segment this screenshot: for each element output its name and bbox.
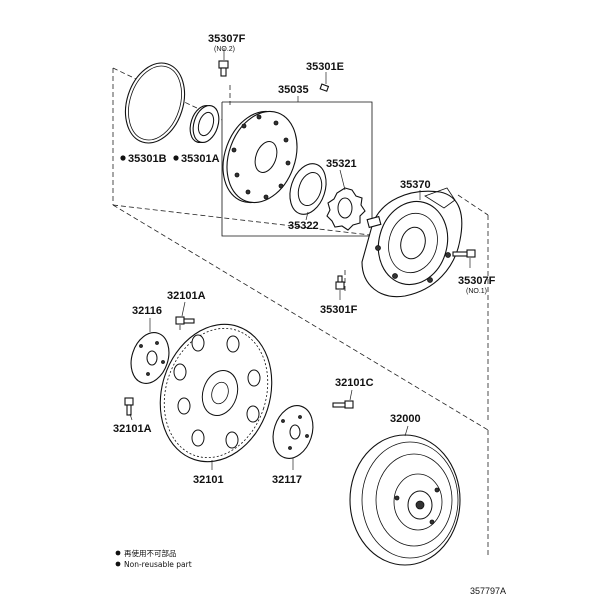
legend: 再使用不可部品 Non-reusable part [115,548,192,569]
label-32101: 32101 [193,474,224,486]
legend-line-1: 再使用不可部品 [124,548,177,558]
pump-body-plate [222,110,298,204]
label-35301e: 35301E [306,61,344,73]
label-35307f-right: 35307F [458,275,496,287]
o-ring-35301b [124,62,186,144]
key-35301e [319,83,330,92]
label-35035: 35035 [278,84,309,96]
label-35307f-top: 35307F [208,33,246,45]
pump-housing-35370 [361,187,463,298]
non-reusable-marker-35301b [120,155,126,161]
spacer-plate-32116 [130,332,170,384]
non-reusable-marker-35301a [173,155,179,161]
note-35307f-top: (NO.2) [214,46,235,53]
note-35307f-right: (NO.1) [466,288,487,295]
label-35301f: 35301F [320,304,358,316]
leader-lines [129,48,471,470]
label-35301a: 35301A [181,153,220,165]
label-35370: 35370 [400,179,431,191]
legend-marker-2 [115,561,121,567]
label-32101a-top: 32101A [167,290,206,302]
drive-gear-35321 [326,187,366,231]
bolt-32101a-left [124,397,134,416]
bolt-32101c [332,400,354,409]
label-35322: 35322 [288,220,319,232]
torque-converter-32000 [349,434,461,566]
label-35321: 35321 [326,158,357,170]
label-32000: 32000 [390,413,421,425]
bolt-35301f [335,275,345,290]
label-35301b: 35301B [128,153,167,165]
bolt-35307f-right [452,249,476,258]
legend-marker-1 [115,550,121,556]
oil-seal-35301a [189,105,220,143]
oil-pump-box [221,96,373,237]
label-32116: 32116 [132,305,162,317]
spacer-plate-32117 [272,405,314,459]
drive-plate-32101 [159,323,273,463]
label-32117: 32117 [272,474,302,486]
diagram-reference-number: 357797A [470,586,506,596]
bolt-35307f-top [218,60,229,77]
legend-line-2: Non-reusable part [124,560,192,569]
driven-gear-35322 [289,163,327,215]
label-32101c: 32101C [335,377,374,389]
label-32101a-left: 32101A [113,423,152,435]
bolt-32101a-top [175,316,195,325]
